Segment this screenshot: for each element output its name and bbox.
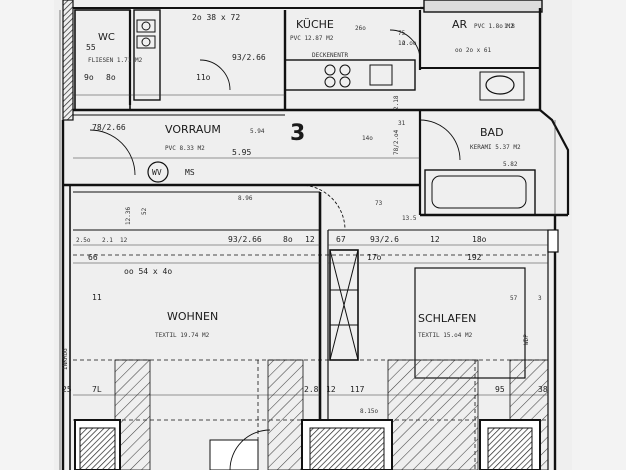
room-kueche-label: KÜCHE <box>296 18 334 31</box>
room-ar-label: AR <box>452 18 468 31</box>
dimension-label: 2o 38 x 72 <box>192 13 240 22</box>
dimension-label: 5.95 <box>232 148 251 157</box>
room-labels: WC FLIESEN 1.71 M2 KÜCHE PVC 12.87 M2 AR… <box>88 18 521 339</box>
dimension-label: 67 <box>336 235 346 244</box>
dimension-label: 117 <box>350 385 365 394</box>
room-kueche-sub: PVC 12.87 M2 <box>290 35 334 42</box>
dimension-label: 12 <box>326 385 336 394</box>
dimension-label: 2.5o <box>76 237 91 244</box>
dimension-label: 12 <box>430 235 440 244</box>
dimension-label: 13.5 <box>402 215 417 222</box>
dimension-label: 93/2.66 <box>228 235 262 244</box>
dimension-label: 3 <box>538 295 542 302</box>
dimension-label: 8o <box>283 235 293 244</box>
dimension-label: 12 <box>305 235 315 244</box>
room-wohnen-label: WOHNEN <box>167 310 218 323</box>
dimension-label: 2.1 <box>102 237 113 244</box>
dimension-label: 2.oo <box>402 40 417 47</box>
dimension-label: 11o <box>196 73 211 82</box>
dimension-label: 55 <box>86 43 96 52</box>
dimension-label: 8.96 <box>238 195 253 202</box>
dimension-label: 5.94 <box>250 128 265 135</box>
dimension-label: 1o <box>398 40 406 47</box>
dimension-label: 17o <box>367 253 382 262</box>
dimension-label: 52 <box>141 207 148 215</box>
room-wc-label: WC <box>98 32 115 43</box>
dimension-label: 192 <box>467 253 482 262</box>
dimension-label: 1.8 <box>504 23 515 30</box>
plan-marks: 3 WV MS DECKENENTR INKRUG WDP <box>62 52 530 370</box>
dimension-label: 95 <box>495 385 505 394</box>
dimension-label: 75 <box>398 30 406 37</box>
ms-mark: MS <box>185 168 195 177</box>
dimension-label: 8.15o <box>360 408 378 415</box>
dimension-label: 66 <box>88 253 98 262</box>
dimension-label: 12.36 <box>125 207 132 225</box>
wv-circle-icon <box>147 161 169 183</box>
room-wohnen-sub: TEXTIL 19.74 M2 <box>155 332 210 339</box>
dimension-label: 38 <box>538 385 548 394</box>
dimension-label: 8o <box>106 73 116 82</box>
dimension-label: oo 2o x 61 <box>455 47 492 54</box>
room-bad-sub: KERAMI 5.37 M2 <box>470 144 521 151</box>
dimension-label: 2.18 <box>393 95 400 110</box>
dimension-label: 73 <box>375 200 383 207</box>
doors <box>89 29 461 470</box>
room-schlafen-label: SCHLAFEN <box>418 312 476 325</box>
room-vorraum-sub: PVC 8.33 M2 <box>165 145 205 152</box>
dimension-label: 11 <box>92 293 102 302</box>
walls <box>61 0 570 470</box>
dimension-label: 93/2.66 <box>232 53 266 62</box>
room-bad-label: BAD <box>480 126 504 139</box>
dimension-label: 9o <box>84 73 94 82</box>
dimension-label: 18o <box>472 235 487 244</box>
dimension-label: 26o <box>355 25 366 32</box>
room-schlafen-sub: TEXTIL 15.o4 M2 <box>418 332 473 339</box>
window-hatching <box>114 359 549 470</box>
dimension-label: 2.8 <box>304 385 319 394</box>
room-ar-sub: PVC 1.8o M2 <box>474 23 514 30</box>
wdp-mark: WDP <box>523 334 530 345</box>
room-wc-sub: FLIESEN 1.71 M2 <box>88 57 143 64</box>
dimension-label: 14o <box>362 135 373 142</box>
dimension-label: 78/2.o4 <box>393 129 400 155</box>
dimension-label: oo 54 x 4o <box>124 267 172 276</box>
dimension-label: 7L <box>92 385 102 394</box>
dimension-lines <box>59 10 556 470</box>
dimension-labels: 55 78/2.66 9o 8o 93/2.66 11o 2o 38 x 72 … <box>62 13 548 415</box>
dimension-label: 78/2.66 <box>92 123 126 132</box>
dimension-label: 12 <box>120 237 128 244</box>
dimension-label: 57 <box>510 295 518 302</box>
dimension-label: 93/2.6 <box>370 235 399 244</box>
wv-mark: WV <box>152 168 162 177</box>
inkrug-mark: INKRUG <box>62 348 69 370</box>
dimension-label: 25 <box>62 385 72 394</box>
kueche-note: DECKENENTR <box>312 52 349 59</box>
room-vorraum-label: VORRAUM <box>165 123 221 136</box>
apartment-number: 3 <box>290 121 305 146</box>
dimension-label: 31 <box>398 120 406 127</box>
radiator-niches <box>74 419 541 470</box>
dimension-label: 5.82 <box>503 161 518 168</box>
